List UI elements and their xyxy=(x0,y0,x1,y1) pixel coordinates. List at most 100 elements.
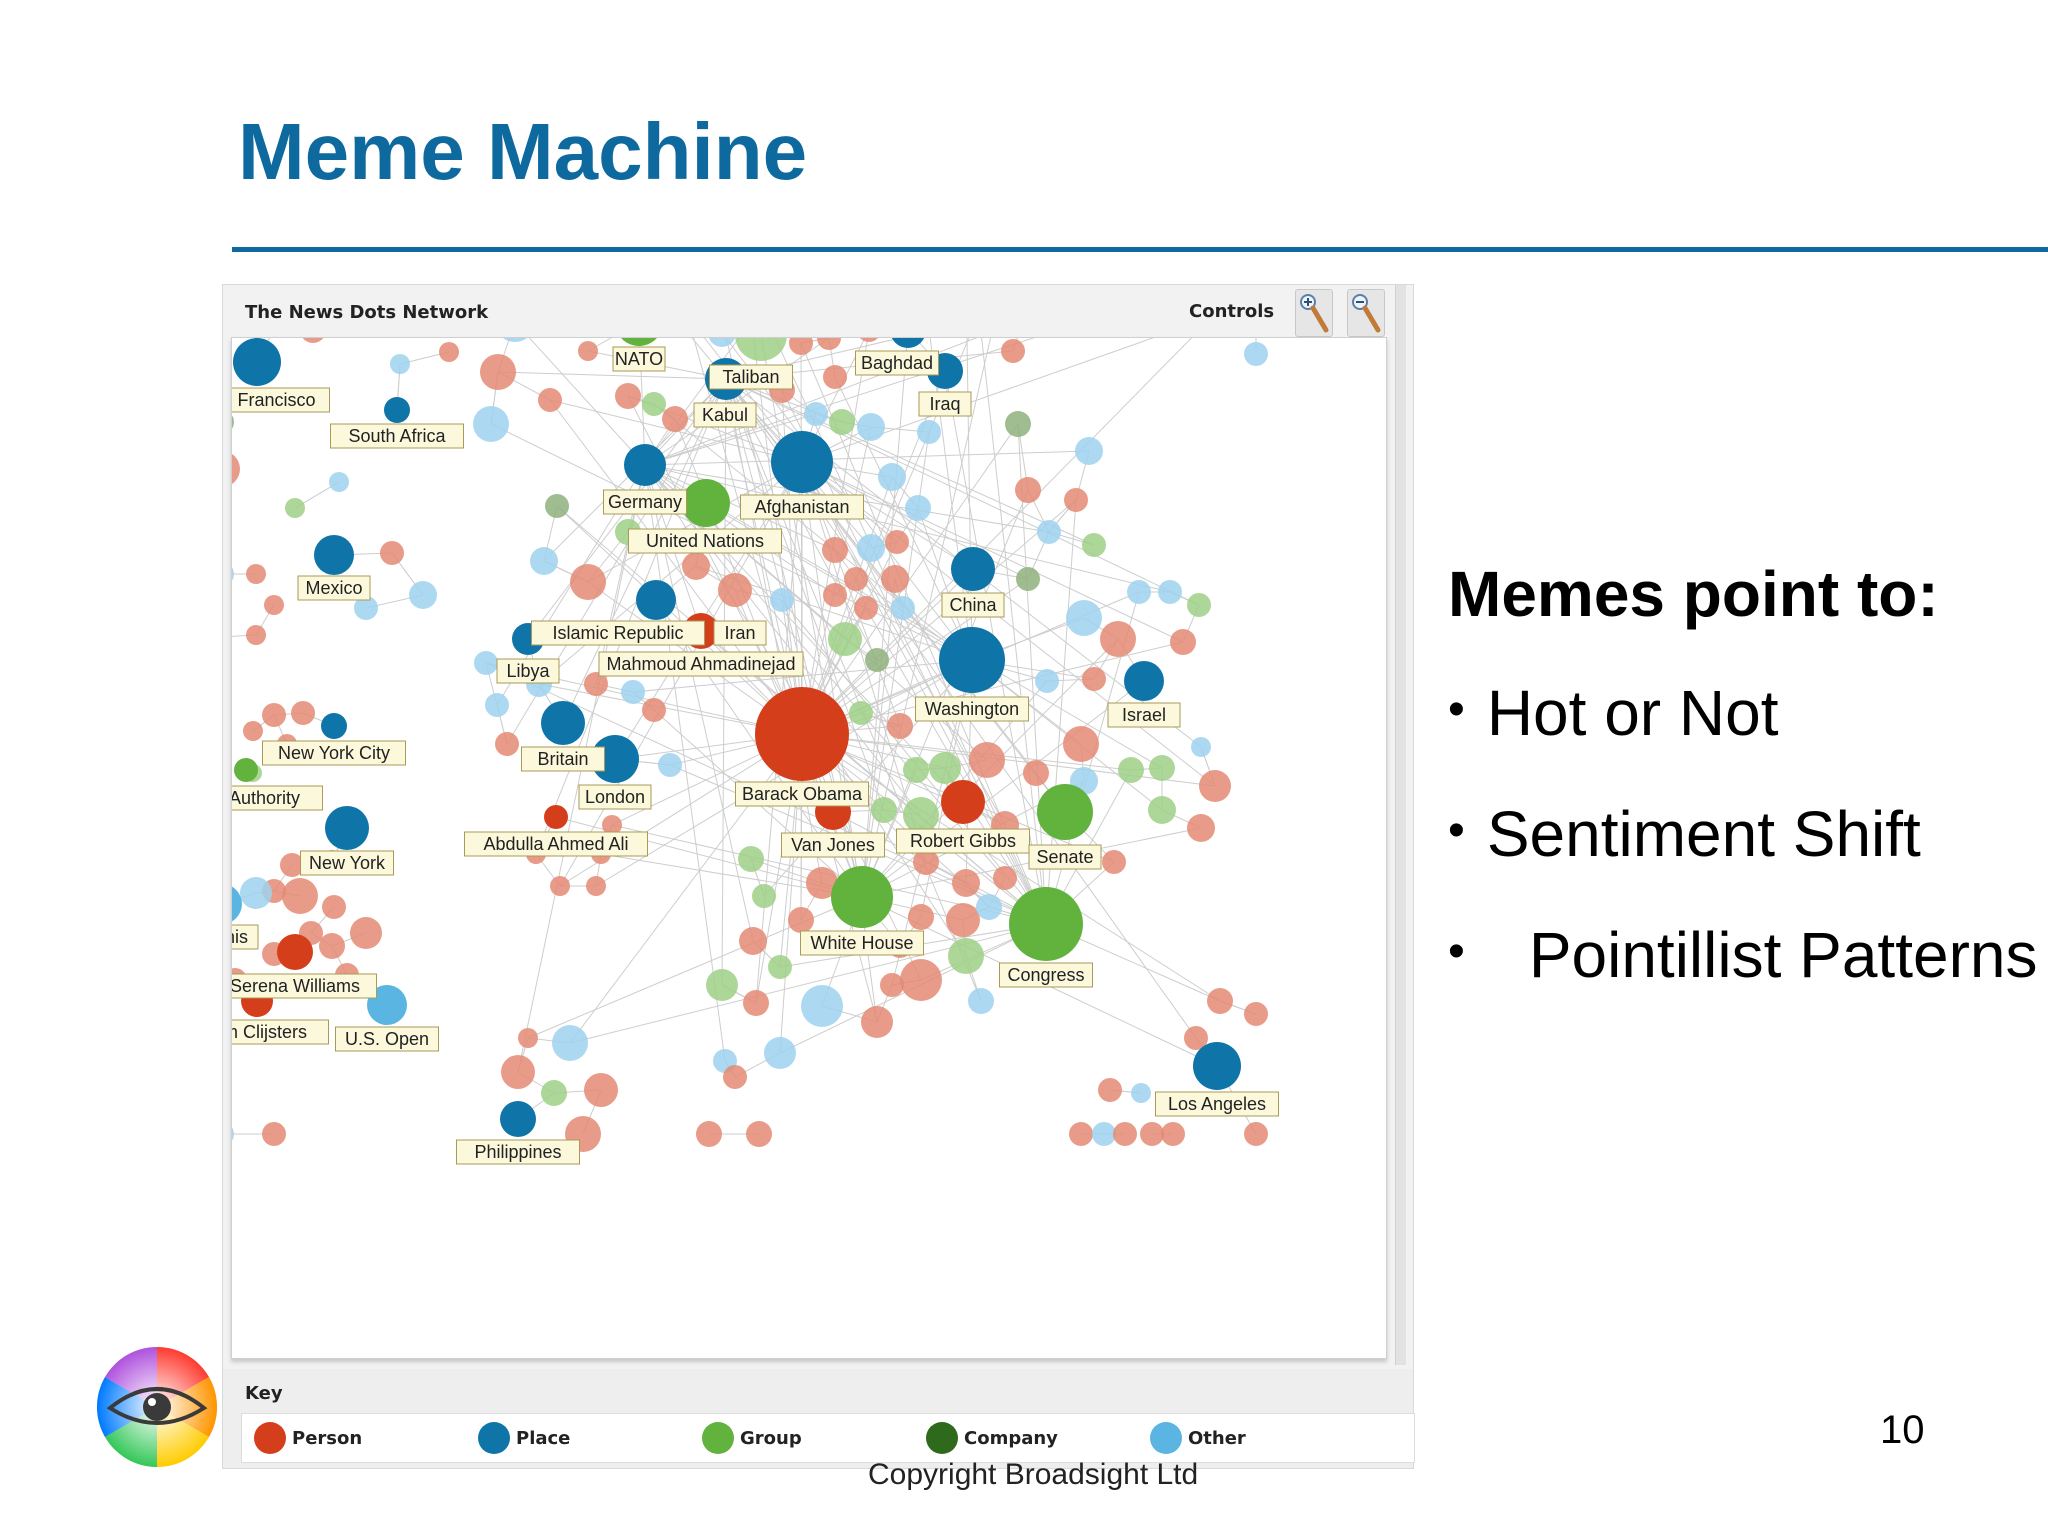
node-label[interactable]: Philippines xyxy=(456,1139,580,1165)
network-node[interactable] xyxy=(1161,1122,1185,1146)
node-label[interactable]: Serena Williams xyxy=(232,973,377,999)
network-node[interactable] xyxy=(1244,342,1268,366)
network-node-major[interactable] xyxy=(233,338,281,386)
network-node-major[interactable] xyxy=(941,780,985,824)
network-node-major[interactable] xyxy=(831,866,893,928)
network-node[interactable] xyxy=(350,917,382,949)
network-node[interactable] xyxy=(329,472,349,492)
network-node[interactable] xyxy=(495,732,519,756)
network-node[interactable] xyxy=(823,365,847,389)
network-node[interactable] xyxy=(1127,580,1151,604)
network-node[interactable] xyxy=(1140,1122,1164,1146)
network-node[interactable] xyxy=(718,573,752,607)
network-node[interactable] xyxy=(285,498,305,518)
network-node[interactable] xyxy=(1158,580,1182,604)
network-node[interactable] xyxy=(1149,755,1175,781)
network-node[interactable] xyxy=(1092,1122,1116,1146)
network-node[interactable] xyxy=(752,884,776,908)
network-node[interactable] xyxy=(1063,726,1099,762)
network-node[interactable] xyxy=(240,877,272,909)
node-label[interactable]: Van Jones xyxy=(781,832,885,858)
network-node-major[interactable] xyxy=(500,1101,536,1137)
network-node[interactable] xyxy=(474,651,498,675)
network-node[interactable] xyxy=(501,1055,535,1089)
network-node[interactable] xyxy=(1023,760,1049,786)
network-node[interactable] xyxy=(865,648,889,672)
network-node[interactable] xyxy=(570,564,606,600)
node-label[interactable]: Iran xyxy=(713,620,767,646)
network-node[interactable] xyxy=(908,904,934,930)
network-node[interactable] xyxy=(913,849,939,875)
network-node-major[interactable] xyxy=(636,580,676,620)
node-label[interactable]: Mexico xyxy=(297,575,371,601)
network-node[interactable] xyxy=(1244,1002,1268,1026)
node-label[interactable]: Washington xyxy=(915,696,1029,722)
network-node-major[interactable] xyxy=(939,627,1005,693)
node-label[interactable]: NATO xyxy=(612,346,666,372)
network-node[interactable] xyxy=(1187,593,1211,617)
network-node[interactable] xyxy=(232,410,234,434)
node-label[interactable]: Kim Clijsters xyxy=(232,1019,329,1045)
node-label[interactable]: San Francisco xyxy=(232,387,330,413)
network-node-major[interactable] xyxy=(325,806,369,850)
network-node[interactable] xyxy=(768,955,792,979)
node-label[interactable]: U.S. Open xyxy=(335,1026,439,1052)
network-node[interactable] xyxy=(952,869,980,897)
network-node[interactable] xyxy=(578,341,598,361)
network-node[interactable] xyxy=(903,757,929,783)
node-label[interactable]: Mahmoud Ahmadinejad xyxy=(598,651,804,677)
network-node[interactable] xyxy=(823,583,847,607)
node-label[interactable]: Islamic Republic xyxy=(531,620,705,646)
network-node[interactable] xyxy=(746,1121,772,1147)
network-node-major[interactable] xyxy=(951,547,995,591)
network-node[interactable] xyxy=(738,846,764,872)
network-node[interactable] xyxy=(545,494,569,518)
network-node[interactable] xyxy=(822,537,848,563)
network-node-major[interactable] xyxy=(232,884,242,924)
network-node[interactable] xyxy=(1170,629,1196,655)
network-node[interactable] xyxy=(1016,567,1040,591)
network-node[interactable] xyxy=(878,463,906,491)
network-node[interactable] xyxy=(1118,757,1144,783)
network-node[interactable] xyxy=(584,672,608,696)
node-label[interactable]: London xyxy=(578,784,652,810)
network-node[interactable] xyxy=(658,753,682,777)
network-node[interactable] xyxy=(232,451,240,487)
network-node[interactable] xyxy=(409,581,437,609)
node-label[interactable]: United Nations xyxy=(628,528,782,554)
network-node-major[interactable] xyxy=(682,479,730,527)
node-label[interactable]: Congress xyxy=(999,962,1093,988)
node-label[interactable]: Taliban xyxy=(709,364,793,390)
node-label[interactable]: White House xyxy=(800,930,924,956)
network-node[interactable] xyxy=(1207,988,1233,1014)
network-node[interactable] xyxy=(723,1065,747,1089)
network-node[interactable] xyxy=(857,338,881,342)
node-label[interactable]: Britain xyxy=(521,746,605,772)
network-node[interactable] xyxy=(1148,796,1176,824)
network-node[interactable] xyxy=(495,338,535,342)
network-node[interactable] xyxy=(854,596,878,620)
node-label[interactable]: New York xyxy=(300,850,394,876)
network-node[interactable] xyxy=(584,1073,618,1107)
network-node[interactable] xyxy=(1187,814,1215,842)
network-node[interactable] xyxy=(857,534,885,562)
network-node[interactable] xyxy=(1035,669,1059,693)
network-node[interactable] xyxy=(232,562,234,586)
network-node[interactable] xyxy=(642,698,666,722)
network-node[interactable] xyxy=(696,1121,722,1147)
network-node[interactable] xyxy=(530,547,558,575)
network-node-major[interactable] xyxy=(1037,784,1093,840)
network-node[interactable] xyxy=(1082,533,1106,557)
network-node[interactable] xyxy=(1113,1122,1137,1146)
network-node[interactable] xyxy=(857,413,885,441)
node-label[interactable]: Germany xyxy=(603,489,687,515)
node-label[interactable]: Israel xyxy=(1107,702,1181,728)
network-node[interactable] xyxy=(1075,437,1103,465)
node-label[interactable]: Robert Gibbs xyxy=(896,828,1030,854)
network-node[interactable] xyxy=(1037,520,1061,544)
network-node[interactable] xyxy=(1100,621,1136,657)
network-node[interactable] xyxy=(1102,850,1126,874)
network-node[interactable] xyxy=(264,595,284,615)
